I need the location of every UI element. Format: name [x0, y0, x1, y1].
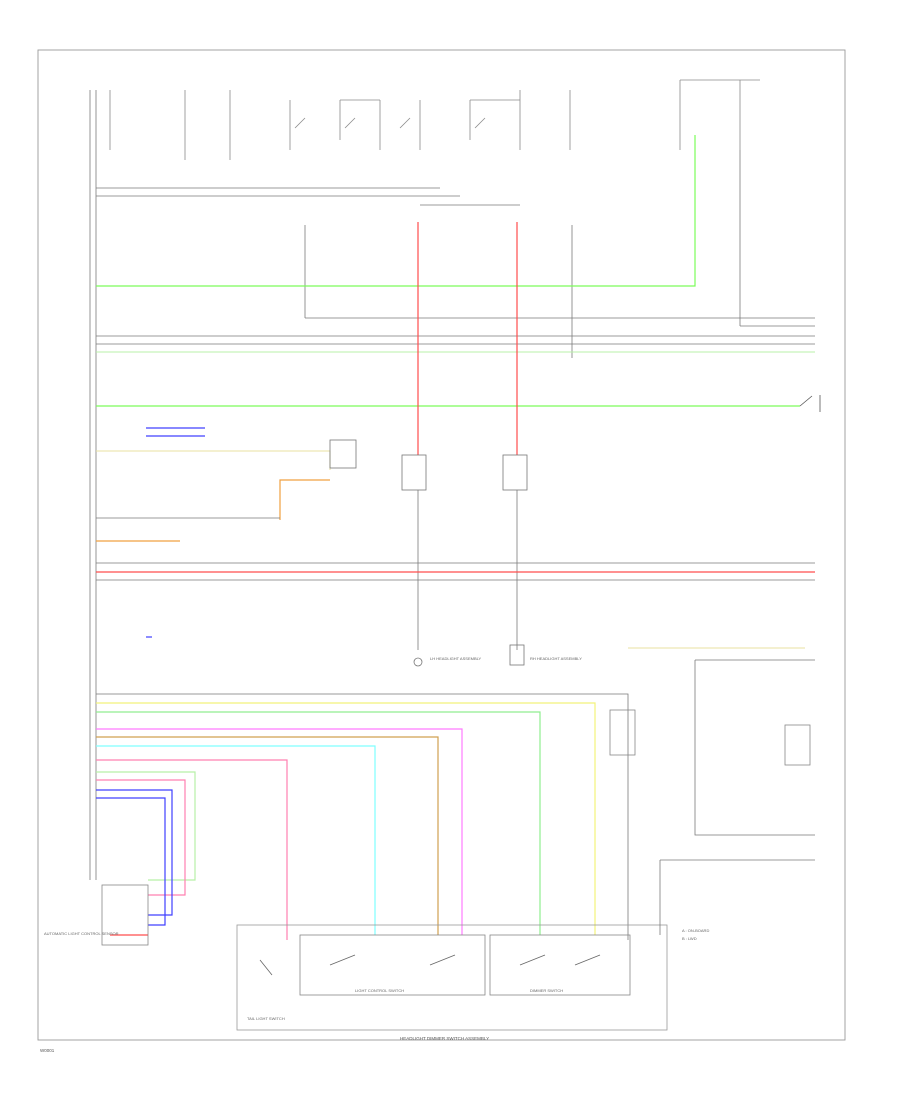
- blue-wire-sensor-2: [96, 797, 166, 926]
- tail-switch-arm: [259, 959, 273, 976]
- ds-arm-1: [519, 954, 546, 966]
- lcs-arm-1: [329, 954, 356, 966]
- gray-wire-lower: [96, 693, 629, 940]
- dimmer-switch-label: DIMMER SWITCH: [530, 988, 563, 993]
- ds-arm-2: [574, 954, 601, 966]
- automatic-light-sensor-block: [101, 884, 149, 946]
- lh-headlight-bulb: [413, 657, 423, 667]
- light-control-switch-box: [299, 934, 486, 996]
- small-relay-box: [329, 439, 357, 469]
- rh-headlight-bulb: [509, 644, 525, 666]
- dimmer-switch-box: [489, 934, 631, 996]
- legend-b: B : LWD: [682, 936, 697, 941]
- orange-wire: [96, 479, 330, 542]
- light-control-switch-label: LIGHT CONTROL SWITCH: [355, 988, 404, 993]
- bottom-assembly-label: HEADLIGHT DIMMER SWITCH ASSEMBLY: [400, 1036, 489, 1041]
- relay-lh: [401, 454, 427, 491]
- right-gray-loop: [694, 659, 815, 836]
- right-relay: [784, 724, 811, 766]
- green-wire-sensor: [96, 771, 196, 881]
- yellow-wire-lower: [96, 702, 596, 935]
- magenta-wire-lower: [96, 728, 463, 935]
- blue-wire-sensor: [96, 789, 173, 916]
- top-switch-group: [109, 79, 760, 160]
- lightgreen-wire-lower: [96, 711, 541, 935]
- cyan-wire-lower: [96, 745, 376, 935]
- green-wire-top: [96, 135, 696, 287]
- lcs-arm-2: [429, 954, 456, 966]
- sensor-label: AUTOMATIC LIGHT CONTROL SENSOR: [44, 931, 119, 936]
- rh-headlight-label: RH HEADLIGHT ASSEMBLY: [530, 656, 582, 661]
- pink-wire-lower: [96, 759, 288, 940]
- tail-light-switch-label: TAIL LIGHT SWITCH: [247, 1016, 285, 1021]
- pink-wire-sensor: [96, 779, 186, 896]
- legend-a: A : ON-BOARD: [682, 928, 709, 933]
- orange-wire-lower: [96, 736, 439, 935]
- lh-headlight-label: LH HEADLIGHT ASSEMBLY: [430, 656, 482, 661]
- combination-sensor-box: [609, 709, 636, 756]
- headlight-dimmer-switch-assembly: [236, 924, 668, 1031]
- green-switch-arm: [799, 395, 813, 407]
- diagram-frame: [37, 49, 846, 1041]
- page-code: W0001: [40, 1048, 55, 1053]
- yellow-wire-upper: [96, 450, 331, 470]
- relay-rh: [502, 454, 528, 491]
